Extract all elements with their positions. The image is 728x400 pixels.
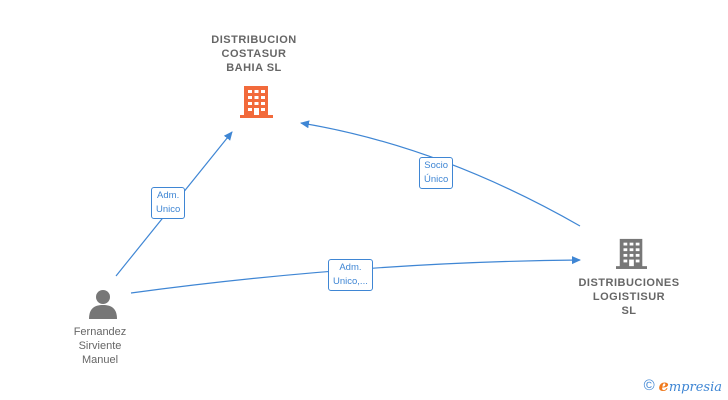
building-icon[interactable] [616,236,647,270]
edge-label-other-to-main[interactable]: Socio Único [419,157,454,189]
company-other-label[interactable]: DISTRIBUCIONES LOGISTISUR SL [578,277,680,317]
person-icon[interactable] [88,289,118,319]
copyright-icon: © [643,377,655,394]
brand-wordmark: empresia [658,376,722,395]
company-main-label[interactable]: DISTRIBUCION COSTASUR BAHIA SL [211,34,297,74]
building-icon[interactable] [240,84,273,118]
person-label[interactable]: Fernandez Sirviente Manuel [73,326,127,366]
brand-logo[interactable]: © empresia [644,376,722,395]
edge-label-person-to-other[interactable]: Adm. Unico,... [328,259,373,291]
edge-label-person-to-main[interactable]: Adm. Unico [151,187,186,219]
